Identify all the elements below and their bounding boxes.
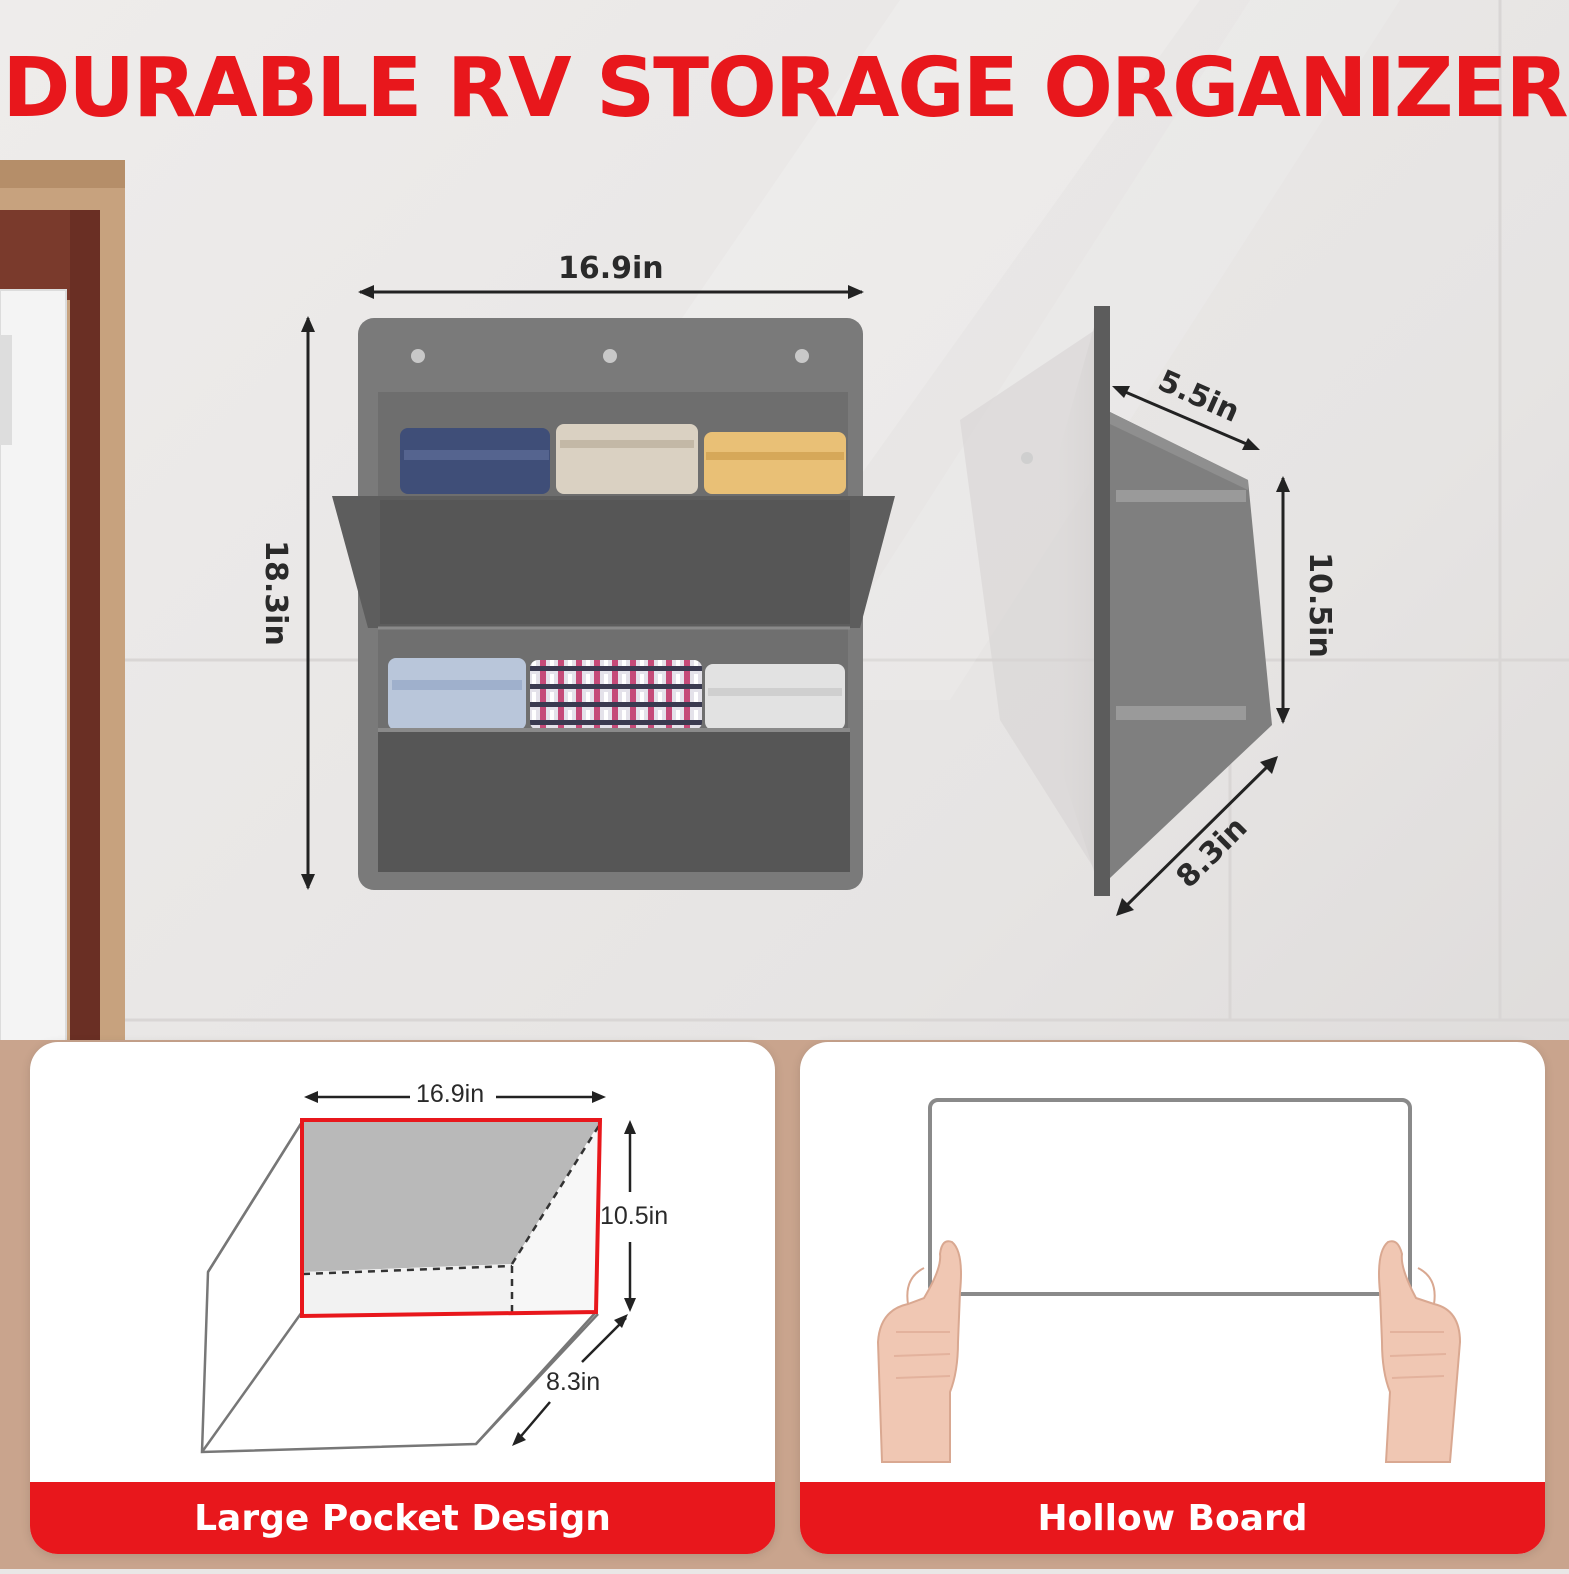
right-hand-icon [1378, 1240, 1462, 1463]
side-height-label: 10.5in [1301, 552, 1337, 658]
hollow-board-caption: Hollow Board [800, 1482, 1545, 1554]
organizer-front-view [332, 318, 895, 890]
organizer-side-view [960, 306, 1272, 896]
pocket-design-card: 16.9in 10.5in 8.3in Large Pocket Design [30, 1042, 775, 1554]
pocket-design-caption: Large Pocket Design [30, 1482, 775, 1554]
hollow-board-card: Hollow Board [800, 1042, 1545, 1554]
pocket-diagram [200, 1091, 636, 1454]
pocket-depth-label: 8.3in [546, 1368, 601, 1396]
dimension-arrows [301, 285, 1290, 916]
pocket-width-label: 16.9in [416, 1080, 485, 1108]
pocket-height-label: 10.5in [600, 1202, 669, 1230]
height-label: 18.3in [257, 540, 293, 646]
page-title: DURABLE RV STORAGE ORGANIZER [2, 41, 1568, 136]
width-label: 16.9in [558, 251, 664, 286]
left-hand-icon [876, 1240, 962, 1463]
hollow-board-illustration [876, 1098, 1462, 1463]
